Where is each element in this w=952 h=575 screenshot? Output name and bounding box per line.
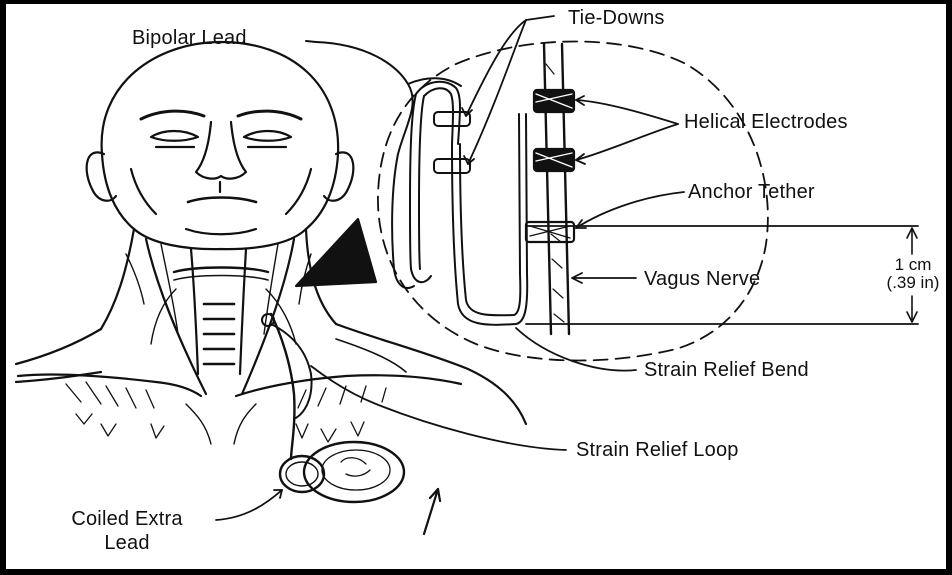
- label-strain-relief-bend: Strain Relief Bend: [644, 360, 809, 380]
- vns-implant-illustration: [6, 4, 946, 569]
- right-clavicle: [236, 375, 461, 396]
- head-outline: [102, 42, 339, 249]
- left-eyebrow: [141, 111, 204, 119]
- neck-left: [101, 229, 134, 329]
- left-shoulder: [16, 329, 101, 364]
- left-eye: [151, 131, 198, 141]
- right-shoulder: [336, 324, 526, 424]
- right-eyebrow: [238, 111, 301, 119]
- helical-electrode-upper: [534, 90, 574, 112]
- right-eye: [244, 131, 291, 141]
- label-tie-downs: Tie-Downs: [568, 8, 665, 28]
- dimension-imperial: (.39 in): [880, 274, 946, 292]
- label-anchor-tether: Anchor Tether: [688, 182, 815, 202]
- helical-electrode-lower: [534, 149, 574, 171]
- label-vagus-nerve: Vagus Nerve: [644, 269, 760, 289]
- label-coiled-extra-lead: Coiled Extra Lead: [42, 509, 212, 553]
- label-strain-relief-loop: Strain Relief Loop: [576, 440, 739, 460]
- strain-relief-bend: [452, 114, 527, 325]
- dimension-label: 1 cm (.39 in): [880, 256, 946, 292]
- diagram-canvas: Tie-Downs Bipolar Lead Helical Electrode…: [6, 4, 946, 569]
- pulse-generator: [304, 442, 404, 502]
- vagus-nerve: [544, 44, 551, 334]
- dimension-metric: 1 cm: [880, 256, 946, 274]
- nose: [196, 122, 246, 179]
- label-coiled-extra-lead-line2: Lead: [42, 533, 212, 553]
- label-coiled-extra-lead-line1: Coiled Extra: [42, 509, 212, 529]
- label-helical-electrodes: Helical Electrodes: [684, 112, 848, 132]
- label-bipolar-lead: Bipolar Lead: [132, 28, 247, 48]
- mouth: [188, 198, 256, 203]
